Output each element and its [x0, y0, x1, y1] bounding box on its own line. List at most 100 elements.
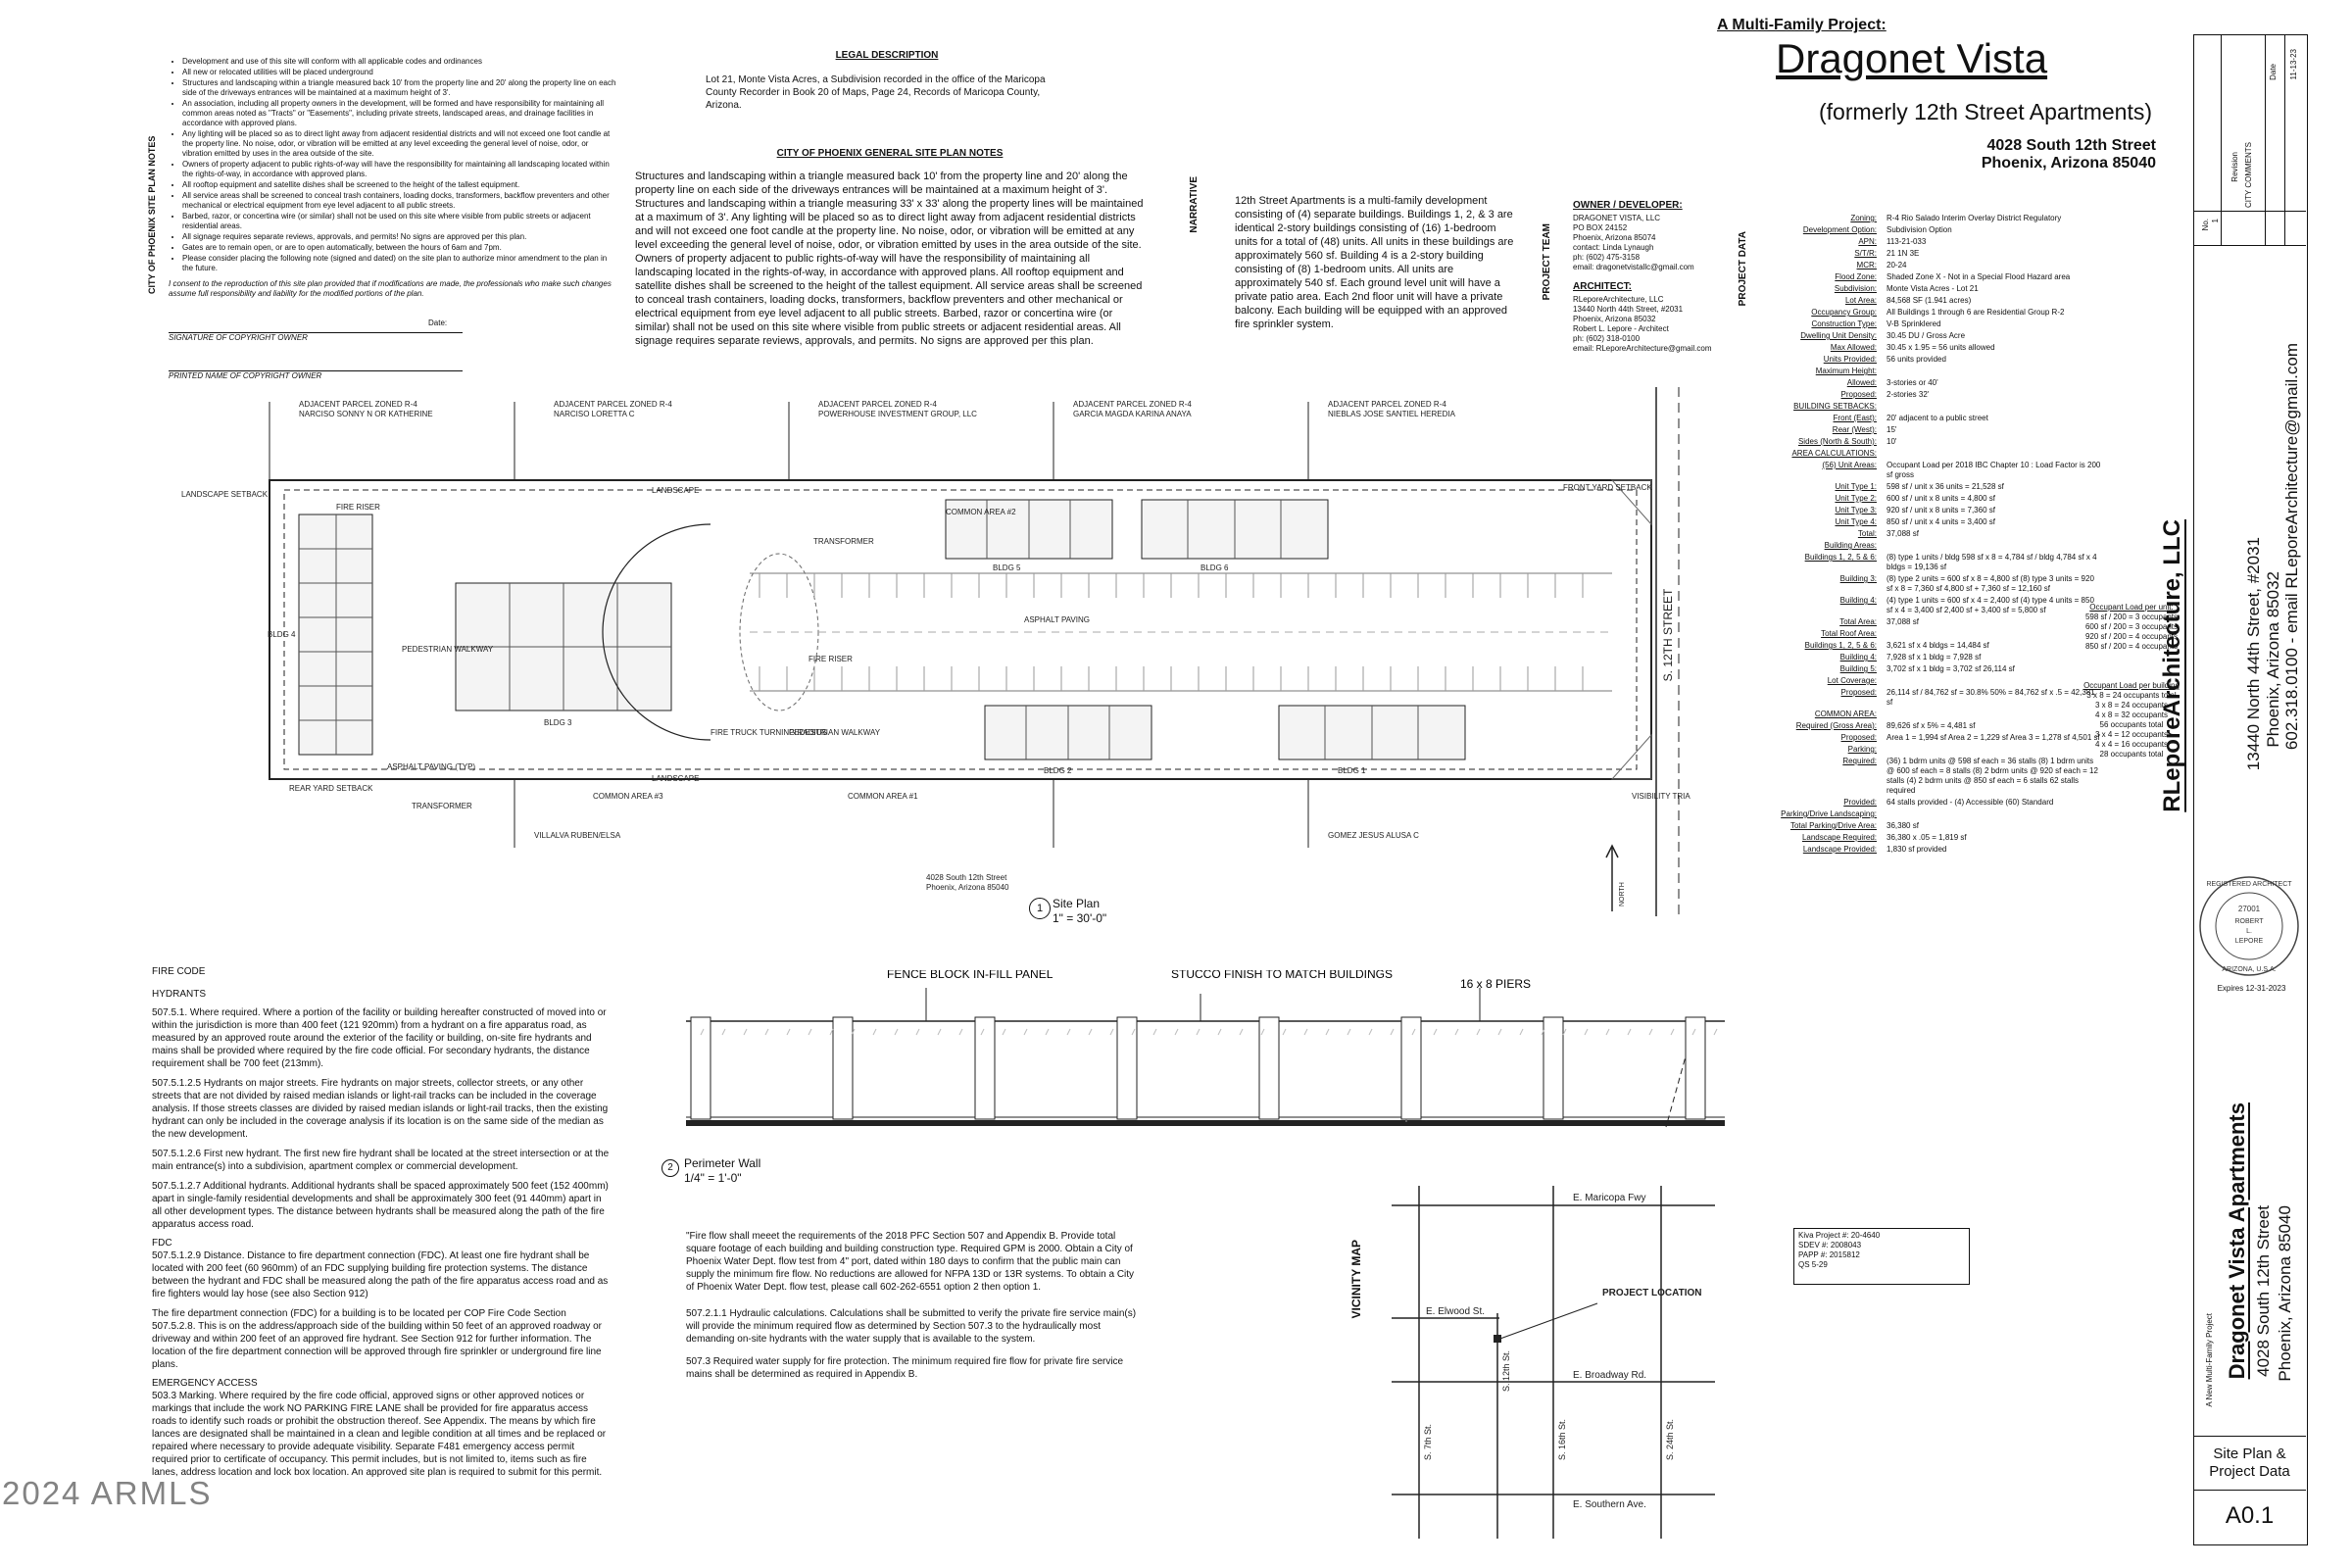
project-data-vertical-label: PROJECT DATA [1738, 231, 1748, 307]
project-data-key: Zoning: [1850, 214, 1877, 222]
architect-heading: ARCHITECT: [1573, 281, 1632, 292]
bldg-occupant-line: 4 x 8 = 32 occupants [2094, 710, 2169, 719]
front-setback-label: FRONT YARD SETBACK [1563, 483, 1652, 492]
rev-date-value: 11-13-23 [2289, 49, 2298, 80]
rev-revision-value: CITY COMMENTS [2244, 142, 2253, 208]
owner-line: DRAGONET VISTA, LLC [1573, 214, 1661, 222]
wall-texture-tick [1584, 1028, 1589, 1036]
project-address-line1: 4028 South 12th Street [1986, 137, 2157, 154]
bldg-occupant-line: 56 occupants total [2099, 720, 2164, 729]
vicinity-project-label: PROJECT LOCATION [1602, 1288, 1701, 1298]
project-data-key: Building 3: [1839, 574, 1877, 583]
project-data-value: 3,621 sf x 4 bldgs = 14,484 sf [1886, 641, 1989, 650]
project-data-key: Building 5: [1839, 664, 1877, 673]
fire-flow-p2: 507.2.1.1 Hydraulic calculations. Calcul… [686, 1308, 1137, 1345]
fire-code-p4: 507.5.1.2.7 Additional hydrants. Additio… [152, 1181, 609, 1230]
project-data-row: Building 5:3,702 sf x 1 bldg = 3,702 sf … [1759, 664, 2171, 674]
project-data-key: Proposed: [1840, 733, 1877, 742]
project-data-value: 89,626 sf x 5% = 4,481 sf [1886, 721, 1976, 730]
sheet-address1: 4028 South 12th Street [2254, 1205, 2273, 1377]
project-data-key: Total Area: [1839, 617, 1877, 626]
wall-texture-tick [1670, 1028, 1675, 1036]
seal-number: 27001 [2238, 905, 2261, 913]
site-plan-drawing: BLDG 5 BLDG 6 BLDG 2 BLDG 1 BLDG 3 BLDG … [162, 387, 1717, 916]
wall-texture-tick [915, 1028, 920, 1036]
project-data-value: 30.45 x 1.95 = 56 units allowed [1886, 343, 1995, 352]
wall-texture-tick [1433, 1028, 1438, 1036]
project-data-value: 64 stalls provided - (4) Accessible (60)… [1886, 798, 2054, 807]
wall-texture-tick [1541, 1028, 1545, 1036]
wall-texture-tick [1325, 1028, 1330, 1036]
project-data-value: Monte Vista Acres - Lot 21 [1886, 284, 1979, 293]
fire-code-p7: 503.3 Marking. Where required by the fir… [152, 1391, 607, 1478]
site-plan-note: Please consider placing the following no… [182, 254, 619, 273]
project-data-key: Building 4: [1839, 653, 1877, 662]
fire-code-heading: FIRE CODE [152, 966, 206, 977]
project-data-row: Sides (North & South):10' [1759, 437, 2171, 447]
project-data-key: Allowed: [1846, 378, 1877, 387]
wall-note-1: FENCE BLOCK IN-FILL PANEL [887, 970, 1054, 981]
vicinity-s16: S. 16th St. [1557, 1419, 1567, 1460]
project-data-row: BUILDING SETBACKS: [1759, 402, 2171, 412]
project-data-row: (56) Unit Areas:Occupant Load per 2018 I… [1759, 461, 2171, 480]
project-data-value [1886, 449, 2102, 459]
adj-north-owner-2: NARCISO LORETTA C [554, 410, 635, 418]
adj-north-owner-3: POWERHOUSE INVESTMENT GROUP, LLC [818, 410, 977, 418]
vicinity-s7: S. 7th St. [1423, 1424, 1433, 1460]
wall-texture-tick [1648, 1028, 1653, 1036]
project-kicker: A Multi-Family Project: [1717, 17, 1886, 33]
project-data-value: 920 sf / unit x 8 units = 7,360 sf [1886, 506, 1995, 514]
project-data-row: Proposed:26,114 sf / 84,762 sf = 30.8% 5… [1759, 688, 2171, 708]
project-data-value: 84,568 SF (1.941 acres) [1886, 296, 1972, 305]
wall-note-2: STUCCO FINISH TO MATCH BUILDINGS [1171, 970, 1393, 981]
signature-label: SIGNATURE OF COPYRIGHT OWNER [169, 333, 308, 342]
project-data-row: Development Option:Subdivision Option [1759, 225, 2171, 235]
consent-note: I consent to the reproduction of this si… [169, 279, 612, 298]
sheet-title: Site Plan & Project Data [2209, 1446, 2290, 1480]
architect-line: email: RLeporeArchitecture@gmail.com [1573, 344, 1712, 353]
site-plan-notes-list: Development and use of this site will co… [169, 57, 619, 273]
wall-texture-tick [1282, 1028, 1287, 1036]
project-data-key: Rear (West): [1832, 425, 1877, 434]
project-data-row: Front (East):20' adjacent to a public st… [1759, 414, 2171, 423]
narrative-vertical-label: NARRATIVE [1189, 176, 1200, 233]
wall-caption: Perimeter Wall 1/4" = 1'-0" [684, 1156, 760, 1186]
architect-line: Phoenix, Arizona 85032 [1573, 315, 1656, 323]
wall-detail-number: 2 [662, 1159, 679, 1177]
vicinity-broadway: E. Broadway Rd. [1573, 1370, 1646, 1381]
project-data-row: Allowed: 3-stories or 40' [1759, 378, 2171, 388]
wall-texture-tick [1605, 1028, 1610, 1036]
project-data-key: COMMON AREA: [1814, 710, 1877, 718]
rev-revision-header: Revision [2230, 152, 2239, 182]
occupant-load-heading: Occupant Load per unit: [2089, 603, 2174, 612]
wall-texture-tick [1023, 1028, 1028, 1036]
wall-texture-tick [1152, 1028, 1157, 1036]
fire-code-p2: 507.5.1.2.5 Hydrants on major streets. F… [152, 1078, 609, 1140]
project-data-value: 3-stories or 40' [1886, 378, 1938, 387]
wall-pier [1685, 1016, 1706, 1120]
project-data-row: Unit Type 3:920 sf / unit x 8 units = 7,… [1759, 506, 2171, 515]
wall-texture-tick [958, 1028, 963, 1036]
vicinity-s24: S. 24th St. [1665, 1419, 1675, 1460]
project-data-value: (4) type 1 units = 600 sf x 4 = 2,400 sf… [1886, 596, 2094, 614]
bldg-2-label: BLDG 2 [1044, 766, 1072, 775]
project-data-value: 1,830 sf provided [1886, 845, 1947, 854]
project-data-row: Subdivision:Monte Vista Acres - Lot 21 [1759, 284, 2171, 294]
project-data-row: Required (Gross Area):89,626 sf x 5% = 4… [1759, 721, 2171, 731]
hydrants-heading: HYDRANTS [152, 989, 207, 1000]
project-data-value: Area 1 = 1,994 sf Area 2 = 1,229 sf Area… [1886, 733, 2100, 742]
adj-north-2: ADJACENT PARCEL ZONED R-4 [554, 400, 672, 409]
vicinity-map-svg: E. Maricopa Fwy E. Elwood St. E. Broadwa… [1392, 1186, 1715, 1539]
owner-heading: OWNER / DEVELOPER: [1573, 200, 1683, 211]
wall-texture-tick [980, 1028, 985, 1036]
project-data-row: Building Areas: [1759, 541, 2171, 551]
wall-texture-tick [1131, 1028, 1136, 1036]
wall-texture-tick [721, 1028, 726, 1036]
project-data-value: (8) type 2 units = 600 sf x 8 = 4,800 sf… [1886, 574, 2094, 593]
site-plan-note: Gates are to remain open, or are to open… [182, 243, 619, 253]
seal-graphic: REGISTERED ARCHITECT 27001 ROBERT L. LEP… [2199, 876, 2299, 976]
architect-strip-line1: 13440 North 44th Street, #2031 [2244, 537, 2263, 771]
owner-line: Phoenix, Arizona 85074 [1573, 233, 1656, 242]
wall-texture-tick [808, 1028, 812, 1036]
